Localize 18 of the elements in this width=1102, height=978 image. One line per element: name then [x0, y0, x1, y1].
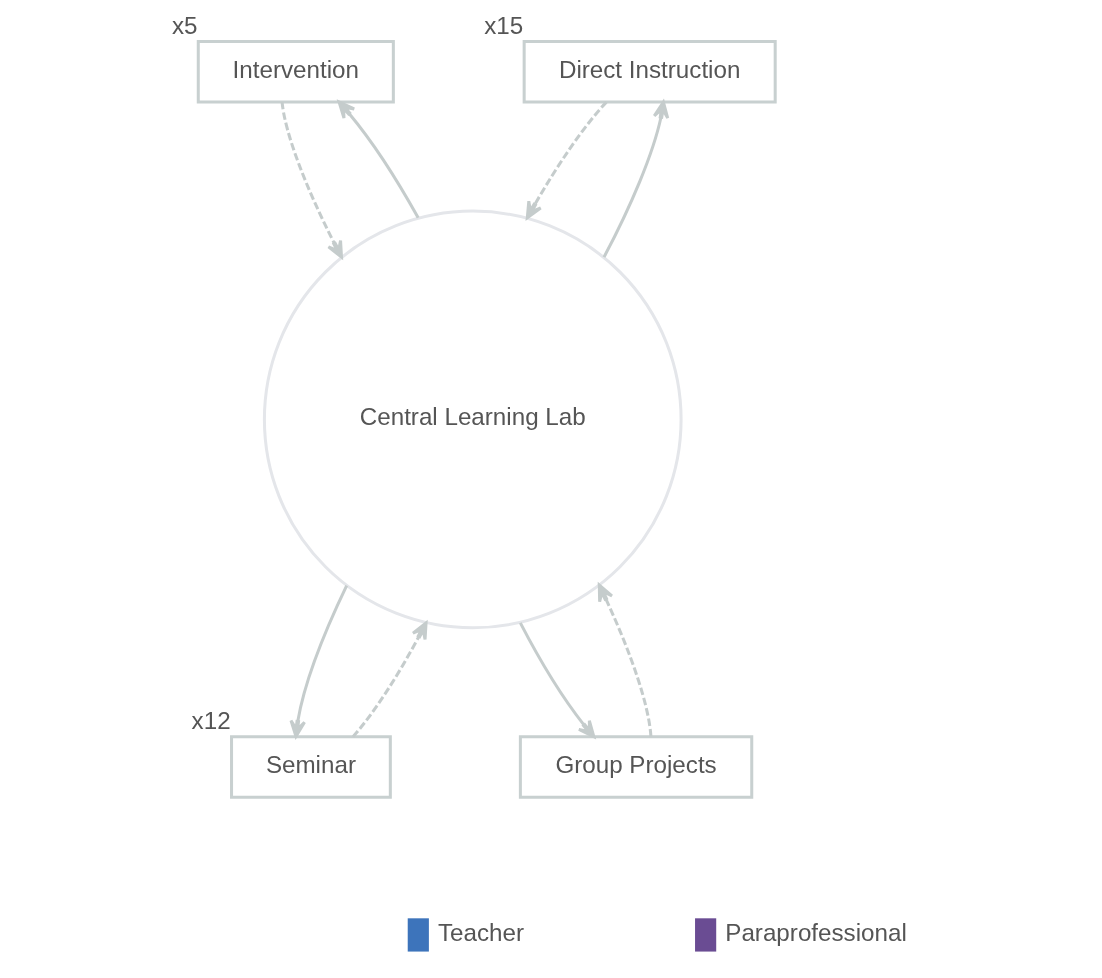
node-label: x15	[484, 11, 524, 39]
node-label: x12	[191, 706, 231, 734]
arrow	[351, 621, 428, 738]
arrow	[289, 585, 349, 738]
node-circle: Central Learning Lab	[262, 209, 683, 630]
arrow	[602, 100, 670, 258]
arrow	[519, 622, 596, 739]
arrow	[525, 101, 608, 220]
arrow	[280, 101, 343, 259]
arrow	[337, 100, 420, 219]
node-label: x5	[171, 11, 198, 39]
node-box: Seminar	[230, 735, 392, 799]
node-box: Intervention	[196, 40, 395, 104]
legend-label: Teacher	[437, 918, 525, 946]
node-box: Direct Instruction	[522, 40, 777, 104]
node-box: Group Projects	[518, 735, 754, 799]
arrow	[597, 583, 653, 737]
legend-label: Paraprofessional	[725, 918, 907, 946]
